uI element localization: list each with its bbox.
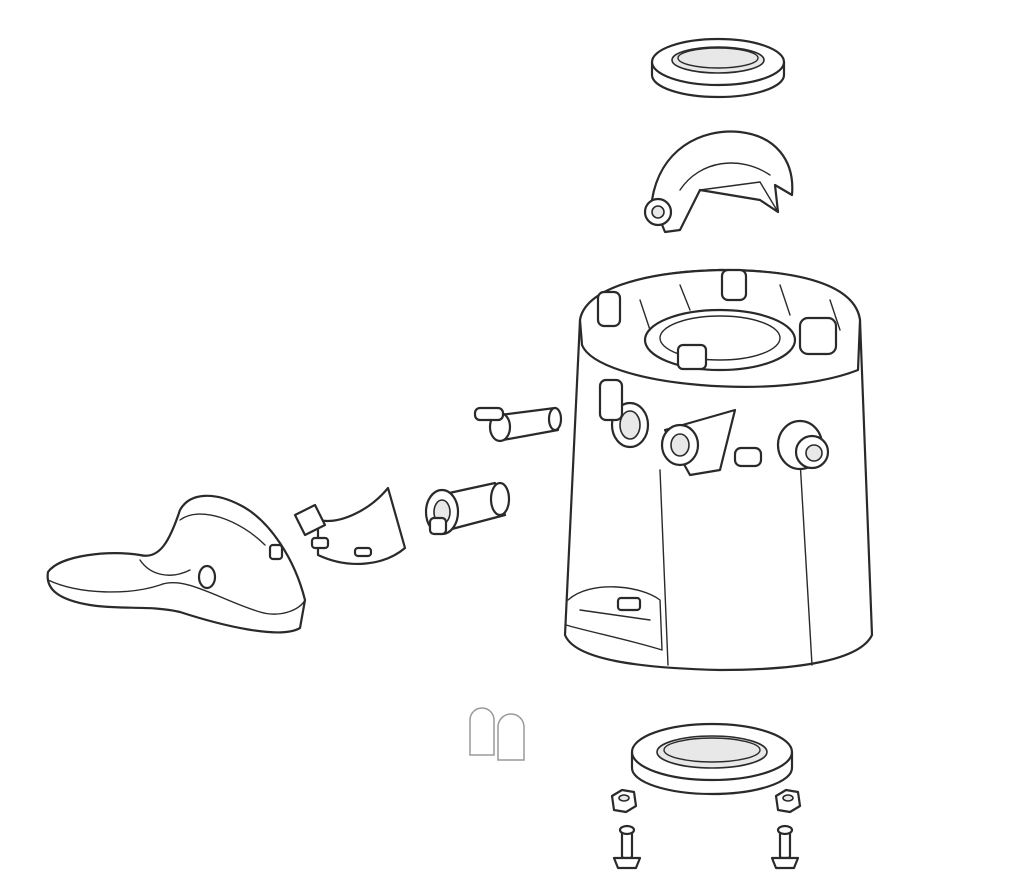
top-gasket-ring: [650, 37, 786, 99]
bottom-gasket-ring: [630, 722, 794, 796]
screw-right: [770, 824, 800, 870]
nut-right: [774, 788, 802, 814]
pin: [473, 406, 563, 443]
valve-cylinder: [424, 481, 511, 536]
screw-left: [612, 824, 642, 870]
dome-cover: [643, 130, 794, 234]
lever-handle: [46, 494, 307, 634]
nut-left: [610, 788, 638, 814]
bracket-plate: [293, 486, 407, 566]
small-caps: [469, 707, 525, 761]
main-body: [563, 268, 874, 672]
